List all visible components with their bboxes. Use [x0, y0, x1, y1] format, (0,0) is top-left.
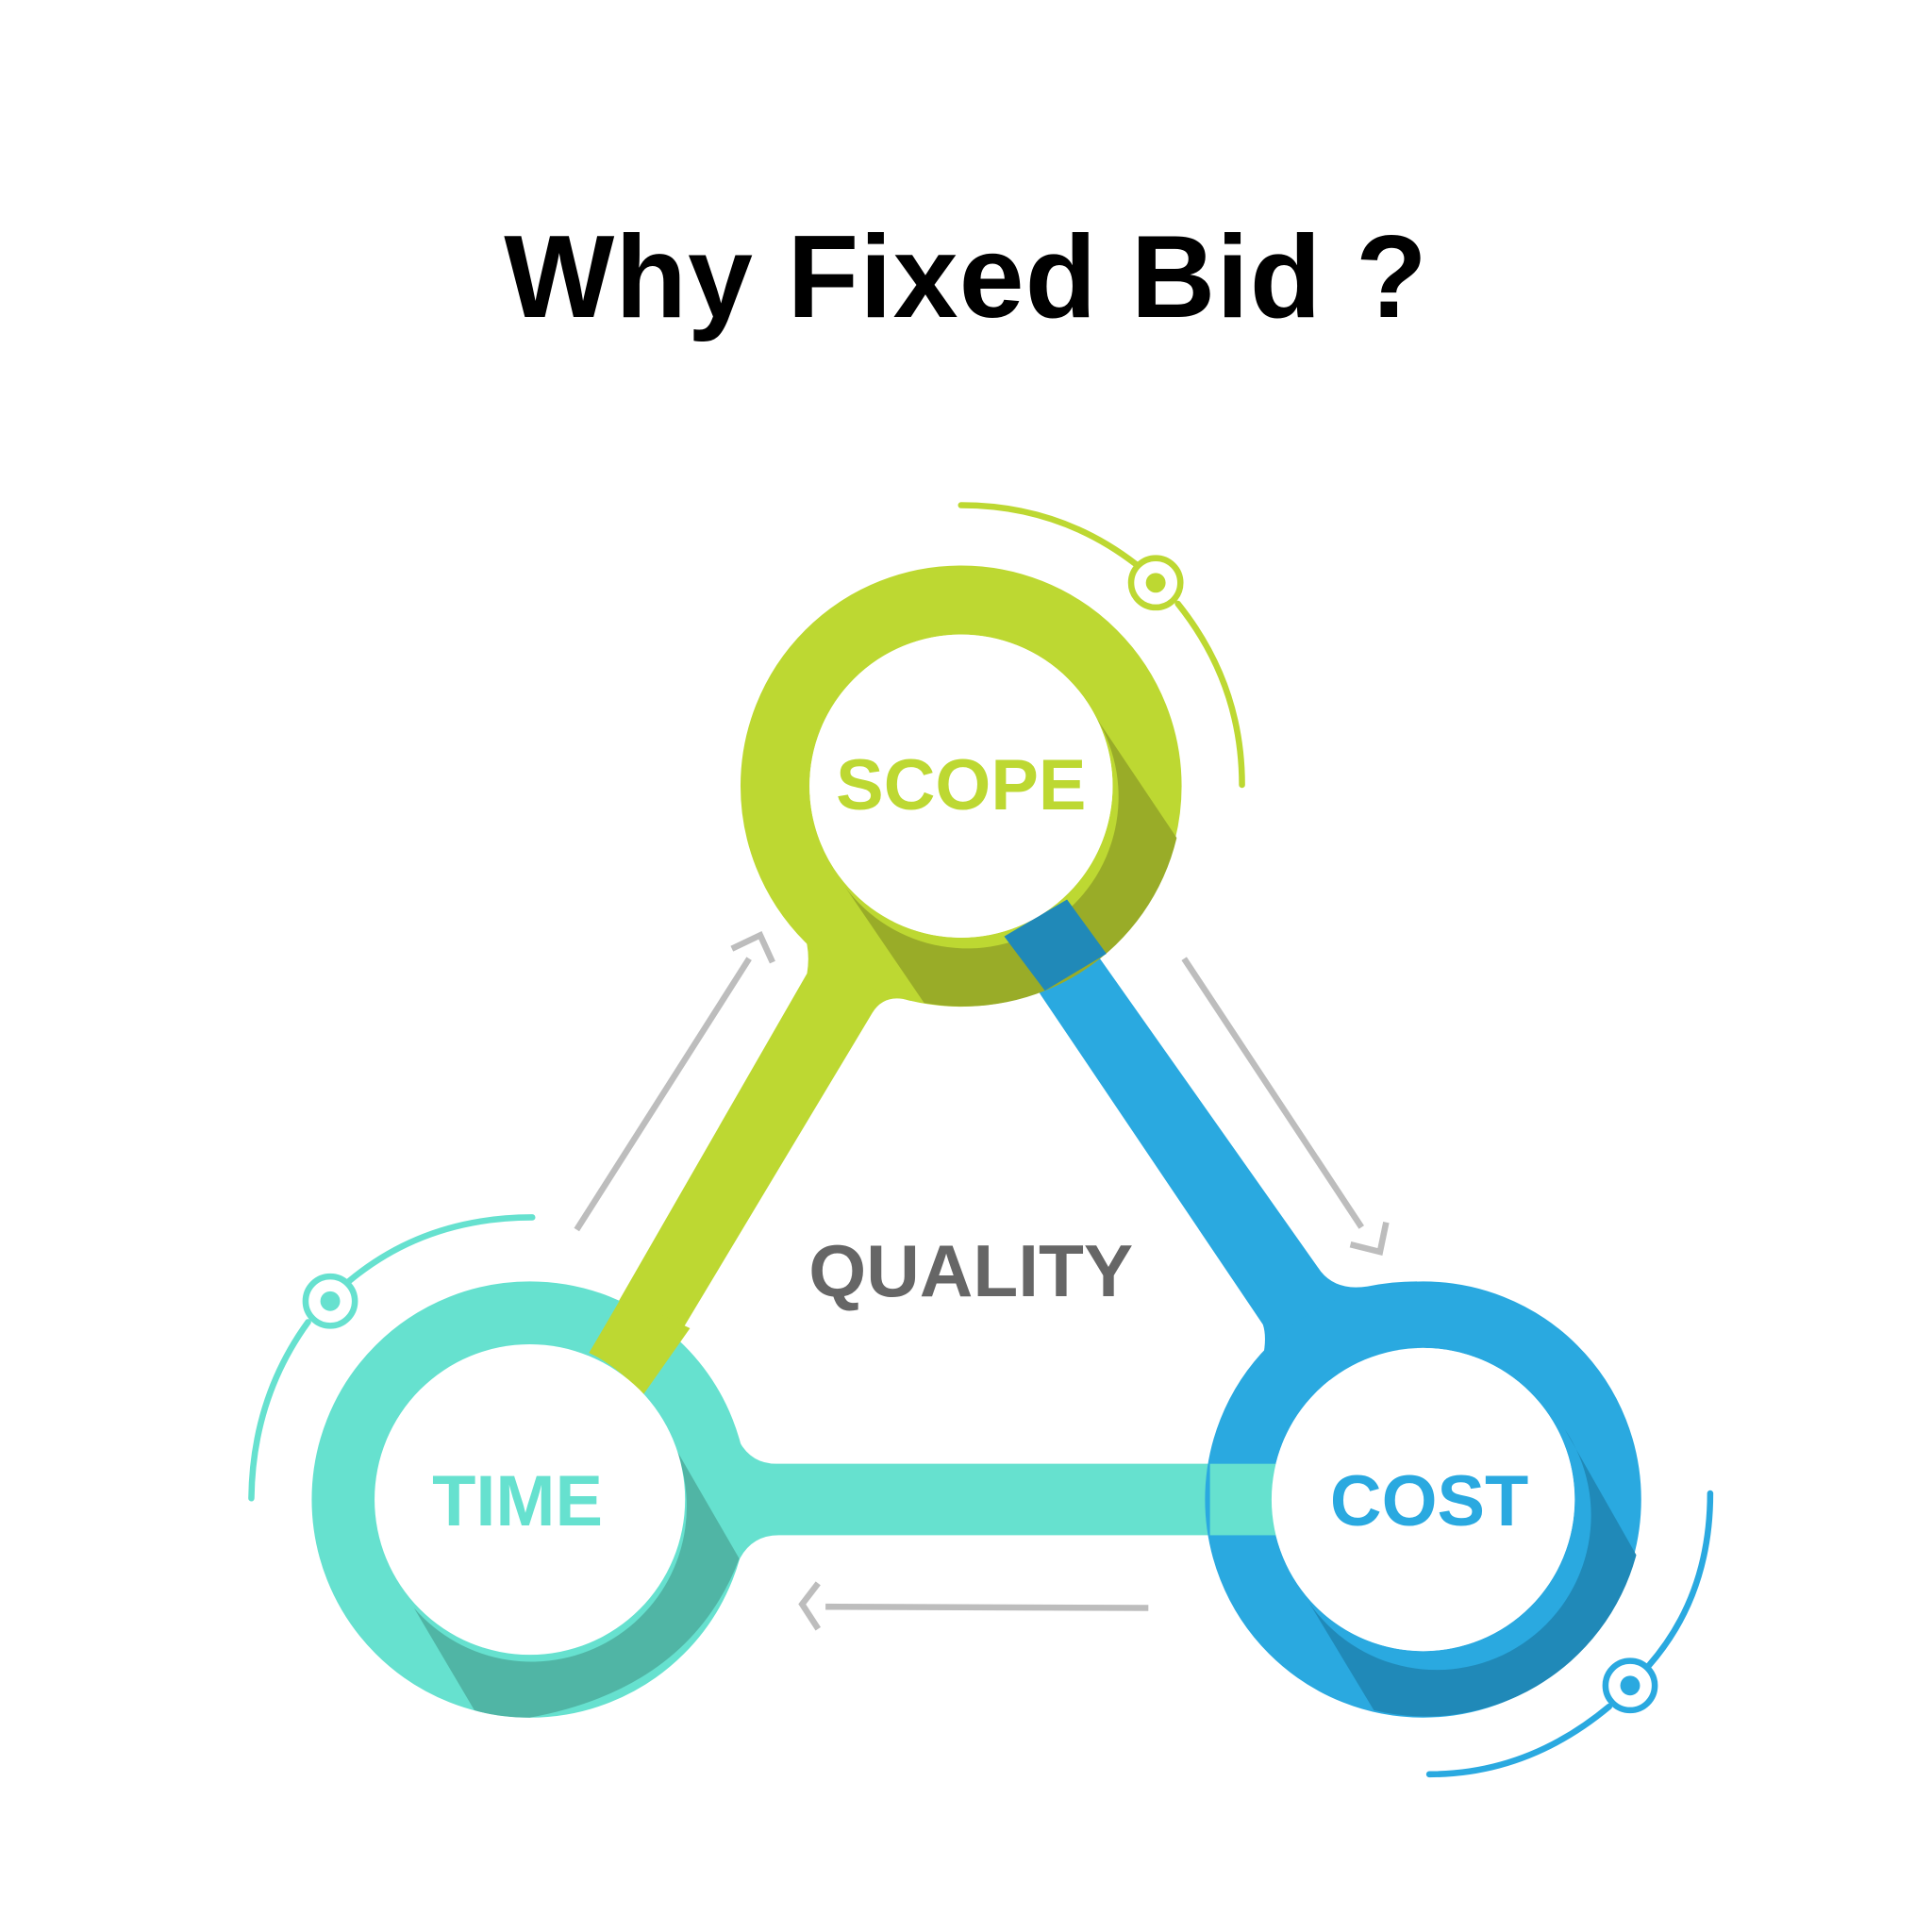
page-title: Why Fixed Bid ? — [504, 212, 1428, 342]
quality-label: QUALITY — [808, 1229, 1133, 1312]
scope-node: SCOPE — [740, 565, 1182, 1008]
scope-time-connector — [589, 862, 937, 1395]
scope-cost-connector — [1004, 936, 1418, 1380]
time-cost-connector — [690, 1355, 1282, 1602]
arrow-time-to-scope — [574, 930, 775, 1232]
cost-node: COST — [1205, 1281, 1641, 1718]
scope-orbit-arc — [958, 502, 1245, 789]
cost-label: COST — [1330, 1461, 1528, 1541]
time-orbit-arc — [248, 1214, 536, 1502]
scope-label: SCOPE — [836, 745, 1086, 825]
cost-orbit-arc — [1425, 1490, 1714, 1778]
arrow-cost-to-time — [798, 1581, 1149, 1631]
time-label: TIME — [432, 1461, 603, 1541]
time-node: TIME — [311, 1281, 748, 1718]
arrow-scope-to-cost — [1181, 957, 1390, 1257]
